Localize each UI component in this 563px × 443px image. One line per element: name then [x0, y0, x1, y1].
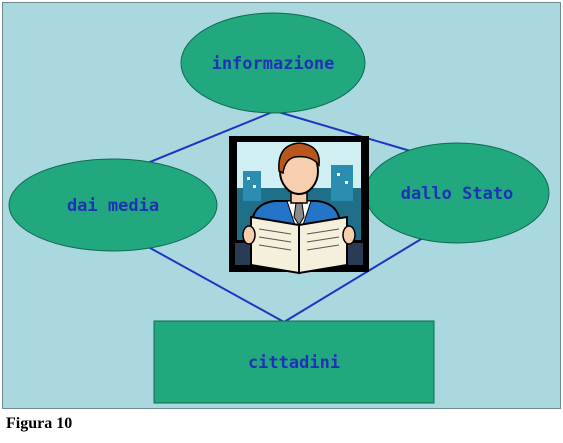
person-reading-newspaper-icon [229, 136, 369, 275]
node-dallo-stato: dallo Stato [364, 142, 550, 244]
node-cittadini: cittadini [153, 320, 435, 404]
node-cittadini-label: cittadini [248, 353, 340, 373]
node-informazione: informazione [180, 12, 366, 114]
diagram-canvas: informazione dai media dallo Stato citta… [8, 12, 550, 404]
node-dai-media: dai media [8, 158, 218, 252]
diagram-panel: informazione dai media dallo Stato citta… [2, 2, 561, 409]
figure-caption: Figura 10 [6, 415, 73, 432]
node-dai-media-label: dai media [67, 196, 159, 216]
node-dallo-stato-label: dallo Stato [401, 184, 514, 204]
node-informazione-label: informazione [212, 54, 335, 74]
